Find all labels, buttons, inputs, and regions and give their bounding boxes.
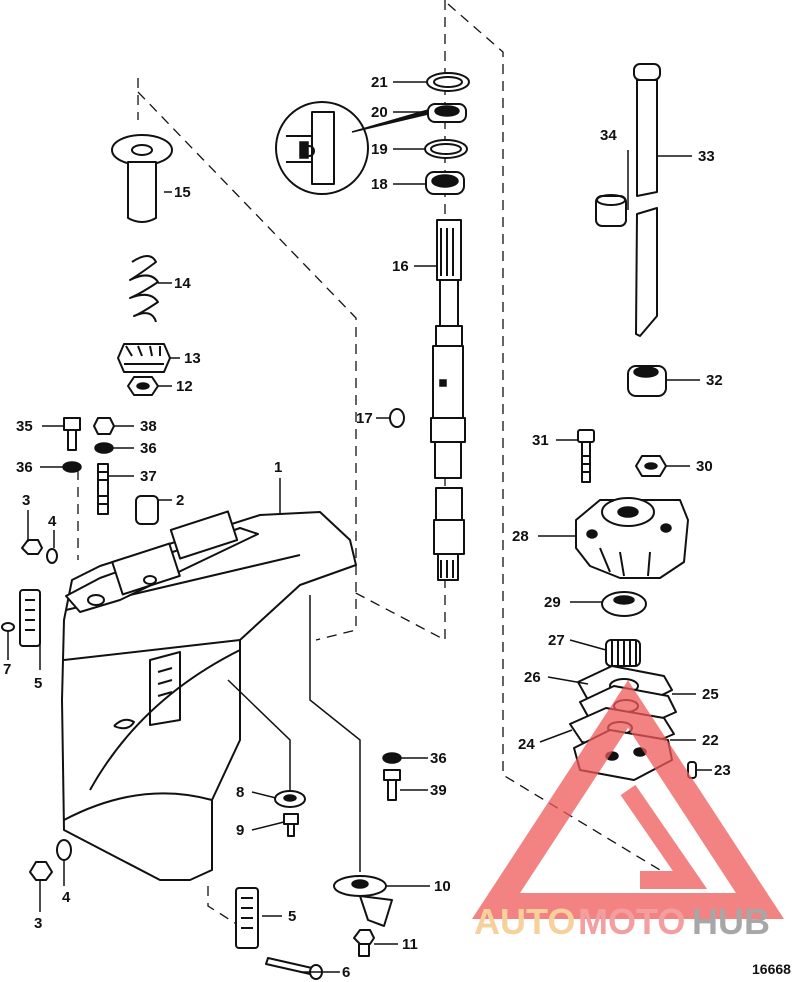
drive-shaft-16 (430, 219, 466, 581)
callout-38: 38 (140, 418, 157, 435)
callout-32: 32 (706, 372, 723, 389)
callout-5a: 5 (34, 675, 42, 692)
callout-2: 2 (176, 492, 184, 509)
callout-11: 11 (402, 936, 418, 953)
washer-8 (274, 790, 306, 808)
watermark-auto: AUTO (474, 901, 575, 942)
anode-5a (19, 589, 41, 647)
callout-8: 8 (236, 784, 244, 801)
callout-12: 12 (176, 378, 193, 395)
callout-24: 24 (518, 736, 535, 753)
washer-36a (94, 442, 114, 454)
callout-13: 13 (184, 350, 201, 367)
seal-ring-21 (426, 72, 470, 92)
screw-39 (383, 769, 401, 801)
stud-37 (97, 463, 109, 515)
callout-21: 21 (371, 74, 388, 91)
o-ring-19 (424, 139, 468, 159)
callout-9: 9 (236, 822, 244, 839)
screw-3b (29, 861, 53, 881)
bushing-34 (595, 194, 627, 227)
callout-36c: 36 (430, 750, 447, 767)
callout-16: 16 (392, 258, 409, 275)
callout-19: 19 (371, 141, 388, 158)
pump-housing-28 (575, 497, 689, 579)
callout-4b: 4 (62, 889, 71, 906)
key-17 (389, 408, 405, 428)
screw-9 (283, 813, 299, 837)
screw-31 (577, 429, 595, 483)
screw-35 (63, 417, 81, 451)
watermark-logo: AUTO MOTO HUB (471, 680, 785, 942)
watermark-hub: HUB (692, 901, 770, 942)
callout-26: 26 (524, 669, 541, 686)
callout-36b: 36 (16, 459, 33, 476)
callout-17: 17 (356, 410, 373, 427)
washer-4b (56, 839, 72, 861)
callout-20: 20 (371, 104, 388, 121)
callout-3b: 3 (34, 915, 42, 932)
callout-10: 10 (434, 878, 451, 895)
bearing-18 (425, 171, 465, 195)
callout-31: 31 (532, 432, 549, 449)
impeller-27 (605, 639, 641, 667)
callout-37: 37 (140, 468, 157, 485)
callout-29: 29 (544, 594, 561, 611)
water-tube-33 (633, 63, 661, 337)
watermark-triangle (471, 680, 785, 919)
bolt-11 (353, 929, 375, 957)
callout-7: 7 (3, 661, 11, 678)
callout-6: 6 (342, 964, 350, 981)
assembly-dashed-lines (77, 0, 661, 931)
bearing-20 (427, 103, 467, 123)
callout-30: 30 (696, 458, 713, 475)
screw-7 (1, 622, 15, 632)
watermark-moto: MOTO (578, 901, 685, 942)
callout-23: 23 (714, 762, 731, 779)
detail-inset (275, 101, 429, 195)
insert-29 (601, 591, 647, 617)
washer-4a (46, 548, 58, 564)
callout-15: 15 (174, 184, 191, 201)
callout-39: 39 (430, 782, 447, 799)
callout-4a: 4 (48, 513, 57, 530)
gear-housing-1 (61, 510, 357, 881)
screw-3a (21, 539, 43, 555)
callout-14: 14 (174, 275, 191, 292)
washer-36b (62, 461, 82, 473)
bolt-6 (265, 957, 323, 980)
callout-33: 33 (698, 148, 715, 165)
callout-25: 25 (702, 686, 719, 703)
callout-18: 18 (371, 176, 388, 193)
callout-35: 35 (16, 418, 33, 435)
callout-22: 22 (702, 732, 719, 749)
trim-tab-10 (333, 875, 393, 927)
callout-27: 27 (548, 632, 565, 649)
callout-34: 34 (600, 127, 617, 144)
pinion-gear-13 (117, 343, 171, 373)
anode-5b (235, 887, 259, 949)
callout-1: 1 (274, 459, 282, 476)
callout-28: 28 (512, 528, 529, 545)
nut-12 (127, 376, 159, 396)
spring-14 (129, 255, 159, 323)
figure-id: 16668 (752, 961, 791, 977)
grommet-32 (627, 365, 667, 397)
dowel-2 (135, 495, 159, 525)
leader-lines (7, 81, 712, 973)
nut-38 (93, 417, 115, 435)
insert-30 (635, 455, 667, 477)
callout-labels: 21 20 19 18 16 17 15 14 13 12 35 38 36 3… (3, 74, 731, 981)
washer-36c (382, 752, 402, 764)
callout-36a: 36 (140, 440, 157, 457)
callout-5b: 5 (288, 908, 296, 925)
callout-3a: 3 (22, 492, 30, 509)
sleeve-15 (111, 134, 173, 223)
